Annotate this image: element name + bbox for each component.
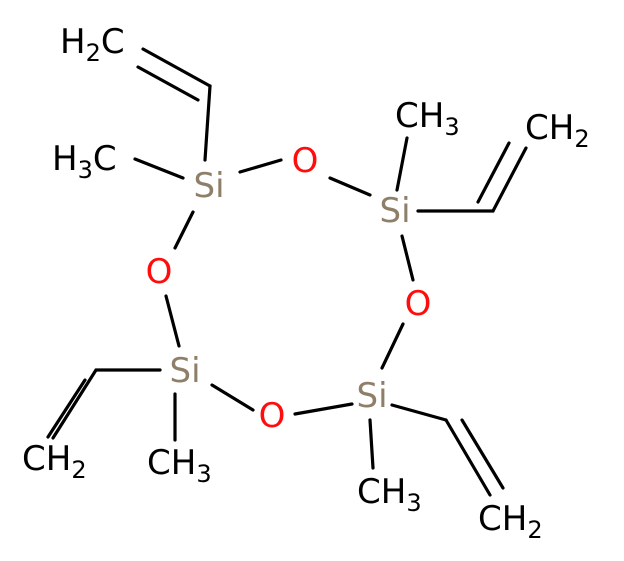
bond-si1-methyl [133,157,185,180]
bond-vinyl-double-a [491,146,528,213]
bond-o1-si2 [328,176,372,197]
atom-si-bottom-right: Si [356,376,387,416]
methyl-groups: H3C CH3 CH3 CH3 [52,96,460,517]
bond-vinyl-double-a [141,47,212,88]
bond-si2-methyl [395,136,409,192]
vinyl-label-bottom-right: CH2 [478,499,543,544]
bond-o4-si1 [173,210,195,250]
bond-vinyl-double-b [136,65,200,102]
atom-o-left: O [146,252,173,292]
methyl-label-bottom-right: CH3 [357,472,422,517]
methyl-label-right: CH3 [395,96,460,141]
vinyl-label-right: CH2 [525,108,590,153]
atom-si-right: Si [379,191,410,231]
methyl-label-bottom-left: CH3 [147,443,212,488]
methyl-label-top-left: H3C [52,139,117,184]
bond-vinyl-double-a [444,418,492,497]
bond-si4-o4 [164,294,181,348]
atom-si-top-left: Si [193,166,224,206]
bond-vinyl-double-b [476,141,511,204]
bond-o2-si3 [380,322,405,370]
atom-o-top: O [292,141,319,181]
bond-si1-o1 [238,158,283,174]
bond-si3-methyl [368,418,375,470]
substituent-bonds [46,47,528,497]
vinyl-label-top-left: H2C [60,22,125,67]
oxygen-atoms: O O O O [146,141,432,436]
bond-vinyl-double-b [46,378,87,439]
bond-vinyl-double-a [51,368,98,440]
silicon-atoms: Si Si Si Si [169,166,410,416]
atom-o-right: O [405,284,432,324]
bond-si1-vinyl-c [203,84,212,162]
bond-si3-vinyl-c [390,403,448,422]
atom-si-bottom-left: Si [169,351,200,391]
bond-si3-o3 [293,402,354,416]
atom-o-bottom: O [259,396,286,436]
bond-si2-o2 [400,234,415,282]
bond-vinyl-double-b [460,418,505,490]
bond-o3-si4 [210,383,255,412]
vinyl-label-bottom-left: CH2 [22,439,87,484]
vinyl-terminals: H2C CH2 CH2 CH2 [22,22,590,544]
ring-bonds [164,158,415,416]
